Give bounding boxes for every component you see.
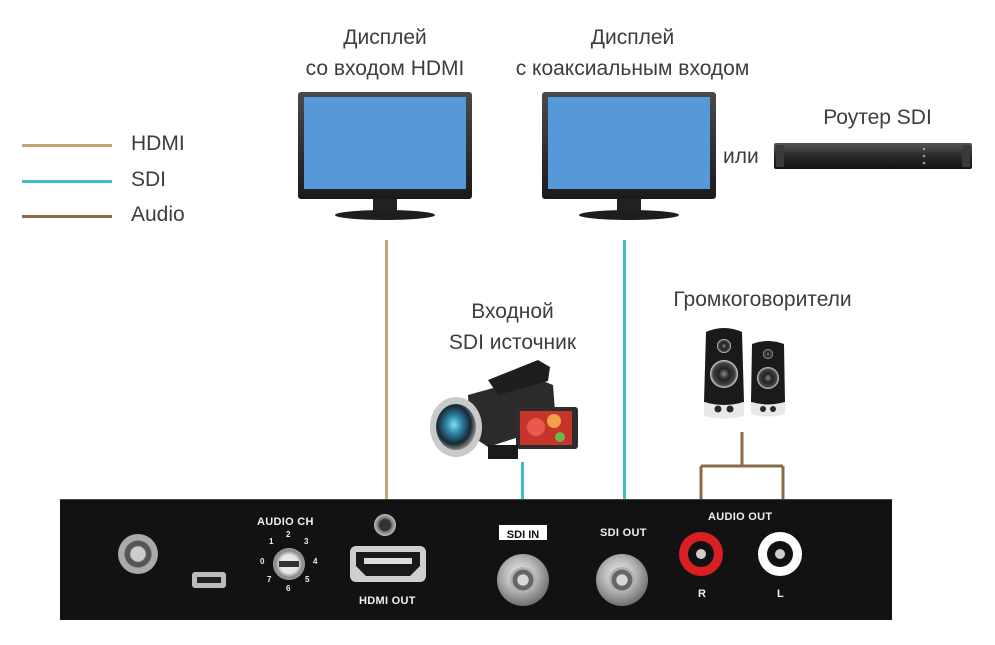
sdi-in-connector[interactable] <box>497 554 549 606</box>
camcorder <box>430 360 578 459</box>
sdi-source-title: Входной SDI источник <box>420 296 605 358</box>
dial-number-6: 6 <box>286 584 291 593</box>
hdmi-out-port[interactable] <box>350 546 426 586</box>
left-channel-label: L <box>777 588 785 600</box>
or-label: или <box>723 145 759 168</box>
sdi-source-title-line2: SDI источник <box>448 331 577 354</box>
dial-number-0: 0 <box>260 557 265 566</box>
audio-out-left-connector[interactable] <box>758 532 802 576</box>
power-connector[interactable] <box>118 534 158 574</box>
audio-out-right-connector[interactable] <box>679 532 723 576</box>
hdmi-display-title: Дисплей со входом HDMI <box>270 22 500 84</box>
router-label: Роутер SDI <box>823 106 932 129</box>
dial-number-5: 5 <box>305 575 310 584</box>
sdi-display-title-line1: Дисплей <box>590 26 675 49</box>
sdi-in-cable <box>521 462 524 502</box>
usb-port[interactable] <box>192 572 226 588</box>
status-led <box>374 514 396 536</box>
legend-audio-line <box>22 215 112 218</box>
dial-number-1: 1 <box>269 537 274 546</box>
sdi-display-monitor <box>542 92 716 220</box>
dial-number-3: 3 <box>304 537 309 546</box>
sdi-display-title-line2: с коаксиальным входом <box>515 57 750 80</box>
sdi-out-cable <box>623 240 626 502</box>
dial-number-7: 7 <box>267 575 272 584</box>
hdmi-display-monitor <box>298 92 472 220</box>
sdi-router <box>774 143 972 169</box>
hdmi-out-label: HDMI OUT <box>359 595 416 607</box>
audio-channel-dial[interactable] <box>273 548 305 580</box>
hdmi-display-title-line1: Дисплей <box>343 26 427 49</box>
legend-audio-label: Audio <box>131 203 185 226</box>
sdi-in-label-box: SDI IN <box>499 525 547 541</box>
legend-sdi-label: SDI <box>131 168 167 191</box>
speakers-label: Громкоговорители <box>673 288 852 311</box>
sdi-in-label: SDI IN <box>506 529 540 541</box>
audio-ch-label: AUDIO CH <box>257 516 314 528</box>
right-channel-label: R <box>698 588 707 600</box>
legend-hdmi-line <box>22 144 112 147</box>
sdi-display-title: Дисплей с коаксиальным входом <box>490 22 775 84</box>
audio-cable <box>699 432 785 504</box>
legend-sdi-line <box>22 180 112 183</box>
dial-number-4: 4 <box>313 557 318 566</box>
legend-hdmi-label: HDMI <box>131 132 185 155</box>
speakers <box>704 328 785 419</box>
device-rear-panel: AUDIO CH 0 1 2 3 4 5 6 7 HDMI OUT SDI IN… <box>60 499 892 620</box>
sdi-out-connector[interactable] <box>596 554 648 606</box>
sdi-source-title-line1: Входной <box>471 300 554 323</box>
hdmi-cable <box>385 240 388 502</box>
dial-number-2: 2 <box>286 530 291 539</box>
sdi-out-label: SDI OUT <box>600 527 647 539</box>
hdmi-display-title-line2: со входом HDMI <box>305 57 465 80</box>
audio-out-label: AUDIO OUT <box>708 511 773 523</box>
